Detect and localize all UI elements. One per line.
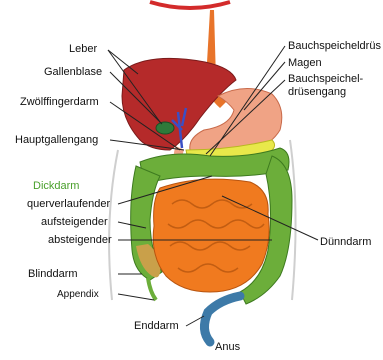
appendix <box>148 278 156 300</box>
label-bauchspeichelgang-2: drüsengang <box>288 86 346 98</box>
top-arc <box>150 2 230 8</box>
label-gallenblase: Gallenblase <box>44 66 102 78</box>
label-zwoelffingerdarm: Zwölffingerdarm <box>20 96 99 108</box>
small-intestine <box>153 179 269 292</box>
label-dickdarm: Dickdarm <box>33 180 79 192</box>
label-querverlaufender: querverlaufender <box>27 198 110 210</box>
label-hauptgallengang: Hauptgallengang <box>15 134 98 146</box>
label-bauchspeichelgang-1: Bauchspeichel- <box>288 73 363 85</box>
label-absteigender: absteigender <box>48 234 112 246</box>
label-duenndarm: Dünndarm <box>320 236 371 248</box>
label-appendix: Appendix <box>57 289 99 301</box>
label-enddarm: Enddarm <box>134 320 179 332</box>
label-aufsteigender: aufsteigender <box>41 216 108 228</box>
label-leber: Leber <box>69 43 97 55</box>
label-magen: Magen <box>288 57 322 69</box>
label-anus: Anus <box>215 341 240 353</box>
label-bauchspeicheldruese: Bauchspeicheldrüs <box>288 40 381 52</box>
rectum <box>204 296 240 342</box>
gallbladder <box>156 122 174 134</box>
label-blinddarm: Blinddarm <box>28 268 78 280</box>
